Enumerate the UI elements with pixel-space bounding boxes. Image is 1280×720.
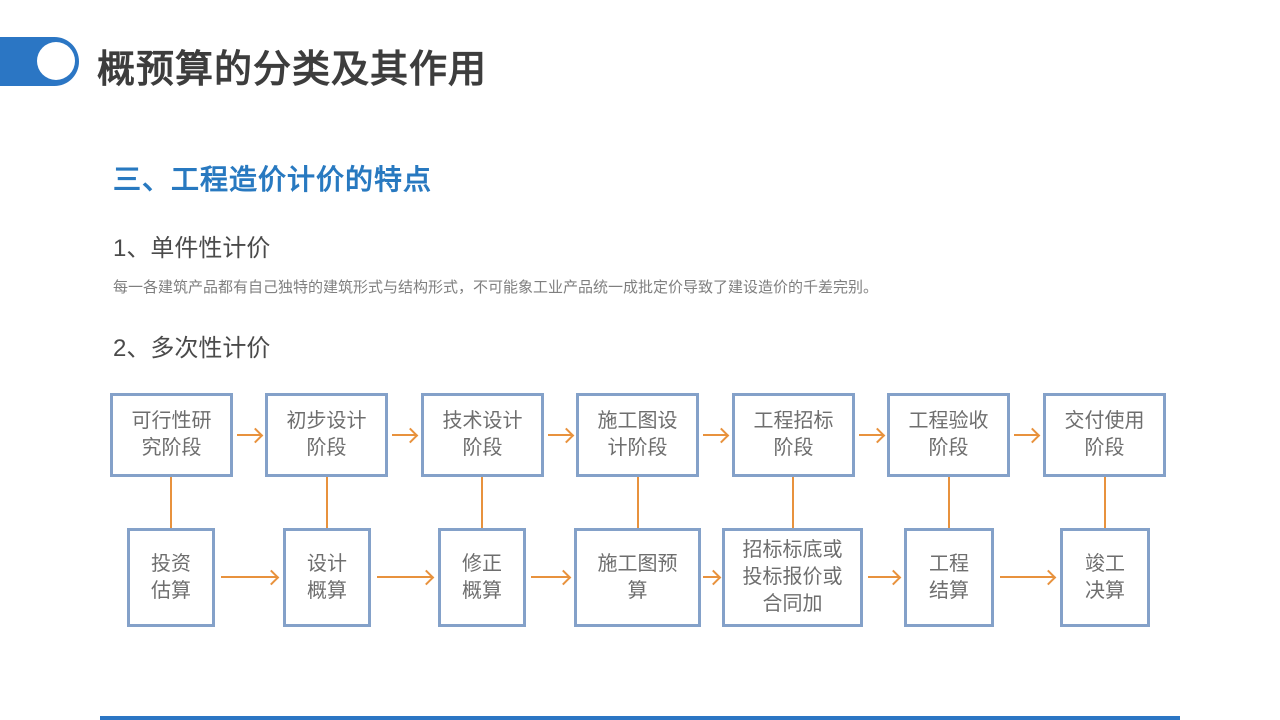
- page-title: 概预算的分类及其作用: [97, 49, 488, 91]
- flow-box-technical-design: 技术设计 阶段: [421, 393, 544, 477]
- right-arrow-icon: [1000, 576, 1054, 578]
- point-2-heading: 2、多次性计价: [113, 335, 271, 362]
- bottom-accent-bar: [100, 716, 1180, 720]
- flow-box-bidding-stage: 工程招标 阶段: [732, 393, 855, 477]
- title-bullet-icon: [0, 37, 79, 86]
- right-arrow-icon: [392, 434, 416, 436]
- right-arrow-icon: [548, 434, 572, 436]
- connector-line: [481, 477, 483, 528]
- title-bullet-circle-icon: [37, 42, 75, 80]
- flow-box-tender-base-price: 招标标底或 投标报价或 合同加: [722, 528, 863, 627]
- flow-box-acceptance-stage: 工程验收 阶段: [887, 393, 1010, 477]
- flow-box-project-settlement: 工程 结算: [904, 528, 994, 627]
- flow-box-preliminary-design: 初步设计 阶段: [265, 393, 388, 477]
- right-arrow-icon: [703, 434, 727, 436]
- right-arrow-icon: [868, 576, 899, 578]
- flow-box-revised-budget: 修正 概算: [438, 528, 526, 627]
- flow-box-feasibility-stage: 可行性研 究阶段: [110, 393, 233, 477]
- right-arrow-icon: [859, 434, 883, 436]
- flow-box-delivery-stage: 交付使用 阶段: [1043, 393, 1166, 477]
- flow-box-investment-estimate: 投资 估算: [127, 528, 215, 627]
- connector-line: [1104, 477, 1106, 528]
- point-1-body: 每一各建筑产品都有自己独特的建筑形式与结构形式，不可能象工业产品统一成批定价导致…: [113, 279, 879, 296]
- right-arrow-icon: [237, 434, 261, 436]
- right-arrow-icon: [221, 576, 277, 578]
- right-arrow-icon: [377, 576, 432, 578]
- connector-line: [948, 477, 950, 528]
- flow-box-design-budget: 设计 概算: [283, 528, 371, 627]
- connector-line: [170, 477, 172, 528]
- section-heading: 三、工程造价计价的特点: [113, 164, 433, 195]
- flow-box-construction-drawing-budget: 施工图预 算: [574, 528, 701, 627]
- connector-line: [637, 477, 639, 528]
- connector-line: [792, 477, 794, 528]
- flow-box-construction-drawing-design: 施工图设 计阶段: [576, 393, 699, 477]
- point-1-heading: 1、单件性计价: [113, 235, 271, 262]
- flow-box-final-account: 竣工 决算: [1060, 528, 1150, 627]
- connector-line: [326, 477, 328, 528]
- right-arrow-icon: [531, 576, 569, 578]
- right-arrow-icon: [1014, 434, 1038, 436]
- right-arrow-icon: [703, 576, 719, 578]
